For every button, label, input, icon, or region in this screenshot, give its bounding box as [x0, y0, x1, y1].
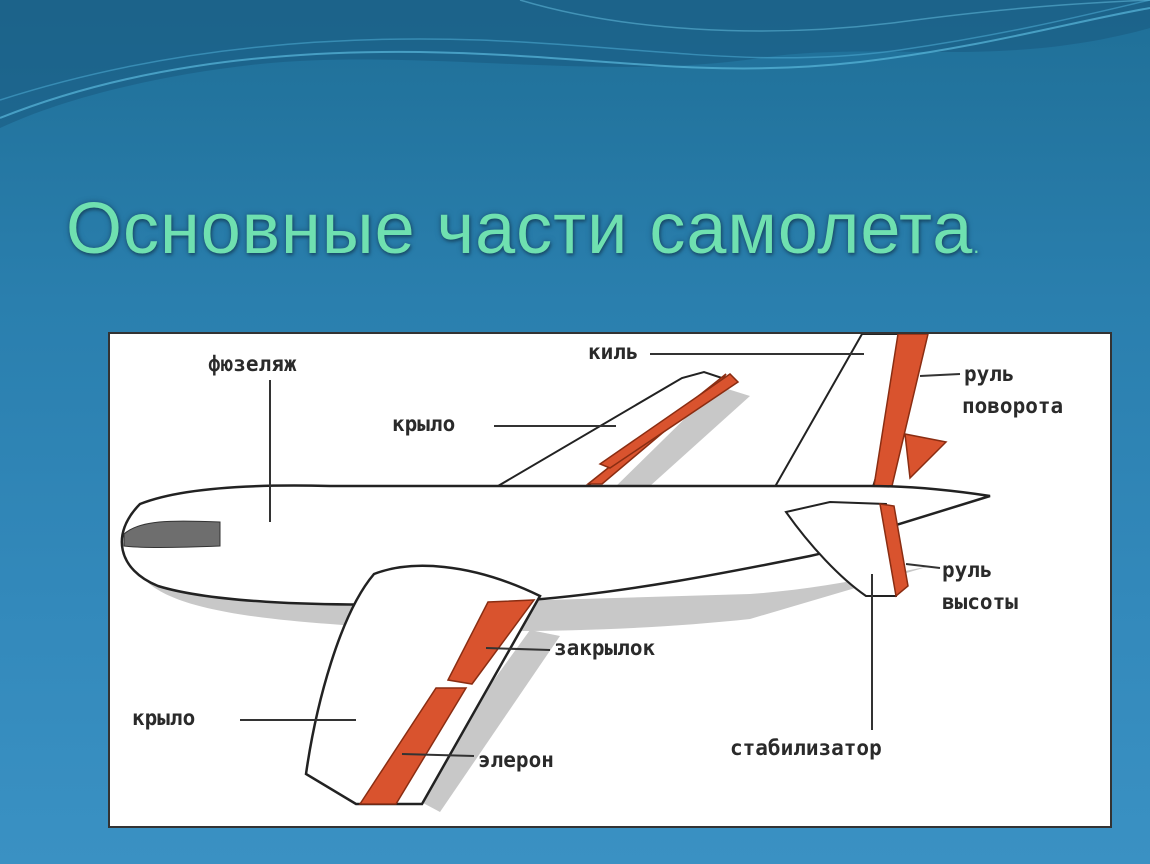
- label-flap: закрылок: [554, 636, 656, 660]
- label-aileron: элерон: [478, 748, 554, 772]
- airplane-drawing: [120, 334, 991, 812]
- label-fuselage: фюзеляж: [208, 352, 297, 376]
- label-elevator-line1: руль: [942, 558, 993, 582]
- flap: [446, 599, 536, 685]
- label-wing-lower: крыло: [132, 706, 196, 730]
- title-dot: .: [973, 233, 981, 258]
- airplane-diagram: фюзеляж киль крыло руль поворота руль вы…: [108, 332, 1112, 828]
- label-keel: киль: [588, 340, 639, 364]
- rudder-trim: [904, 433, 948, 480]
- label-rudder-line1: руль: [964, 362, 1015, 386]
- cockpit-window: [123, 520, 221, 548]
- label-stabilizer: стабилизатор: [730, 736, 882, 760]
- fuselage: [120, 484, 991, 606]
- aileron: [358, 687, 468, 805]
- airplane-shadow: [140, 386, 930, 812]
- leader-lines: [240, 353, 961, 757]
- upper-wing-flap-2: [598, 373, 740, 469]
- label-wing-upper: крыло: [392, 412, 456, 436]
- title-text: Основные части самолета: [66, 189, 974, 269]
- label-rudder-line2: поворота: [962, 394, 1064, 418]
- decorative-waves: [0, 0, 1150, 128]
- label-elevator-line2: высоты: [942, 590, 1018, 614]
- elevator: [879, 503, 909, 598]
- page-title: Основные части самолета.: [66, 188, 980, 270]
